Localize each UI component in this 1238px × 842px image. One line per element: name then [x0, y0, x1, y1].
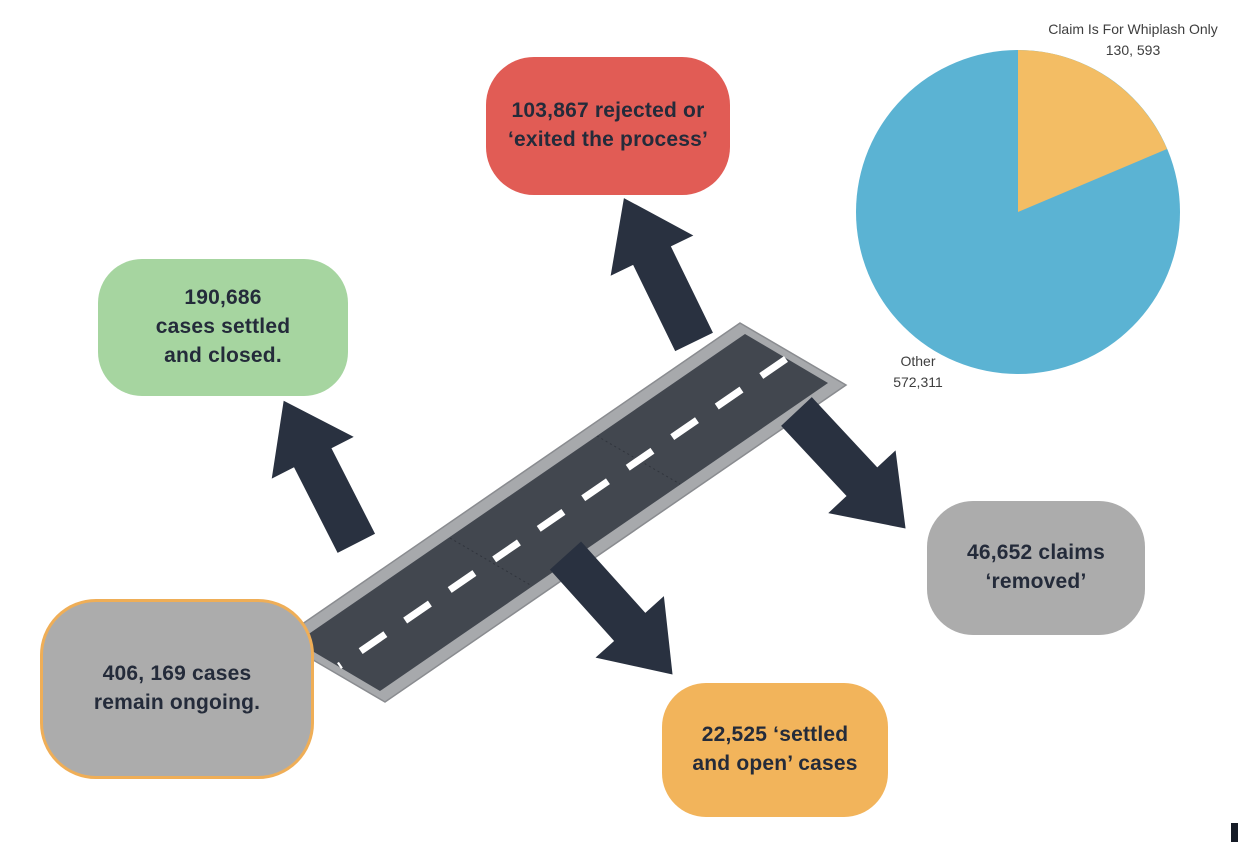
- callout-settled-open: 22,525 ‘settled and open’ cases: [662, 683, 888, 817]
- pie-label-other-title: Other: [900, 353, 936, 369]
- pie-chart: [856, 50, 1180, 374]
- arrows: [271, 198, 906, 675]
- callout-ongoing: 406, 169 cases remain ongoing.: [40, 599, 314, 779]
- pie-label-other-value: 572,311: [893, 374, 943, 390]
- arrow-to-rejected: [610, 198, 713, 352]
- callout-settled-closed: 190,686 cases settled and closed.: [98, 259, 348, 396]
- pie-label-whiplash: Claim Is For Whiplash Only 130, 593: [1018, 19, 1238, 61]
- pie-label-whiplash-title: Claim Is For Whiplash Only: [1048, 21, 1218, 37]
- callout-removed: 46,652 claims ‘removed’: [927, 501, 1145, 635]
- callout-rejected: 103,867 rejected or ‘exited the process’: [486, 57, 730, 195]
- road-seam-2: [449, 537, 533, 587]
- road-seam-1: [596, 435, 681, 485]
- pie-label-whiplash-value: 130, 593: [1105, 42, 1161, 58]
- corner-mark: [1231, 823, 1238, 842]
- arrow-to-settled-closed: [271, 400, 376, 553]
- arrow-to-removed: [781, 397, 906, 529]
- road-center-dashed-line: [337, 356, 788, 669]
- pie-slice-whiplash: [1018, 50, 1167, 212]
- arrow-to-settled-open: [549, 541, 673, 675]
- pie-label-other: Other 572,311: [866, 351, 970, 393]
- road-graphic: [277, 322, 848, 703]
